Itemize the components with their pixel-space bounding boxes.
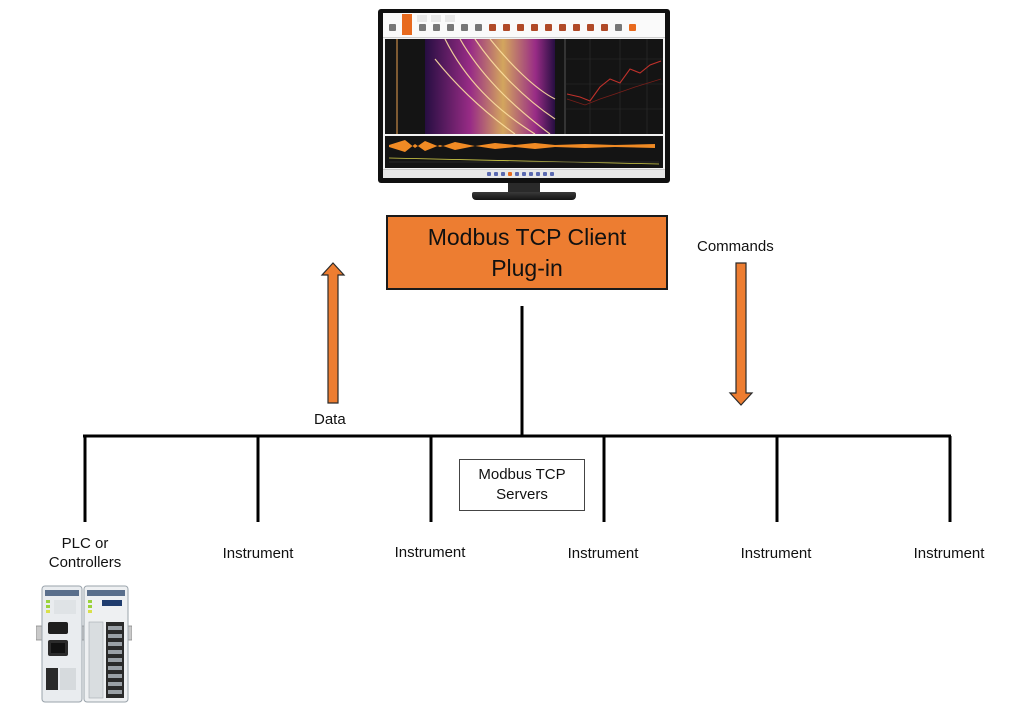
instrument-label-3: Instrument — [567, 545, 639, 562]
plc-label: PLC or Controllers — [30, 534, 140, 572]
servers-box: Modbus TCP Servers — [459, 459, 585, 511]
ribbon-icon — [489, 24, 496, 31]
ribbon-icon — [419, 24, 426, 31]
ribbon-icon — [545, 24, 552, 31]
taskbar-icon — [508, 172, 512, 176]
app-ribbon — [383, 13, 665, 38]
ribbon-icon — [601, 24, 608, 31]
taskbar-icon — [543, 172, 547, 176]
taskbar-icon — [494, 172, 498, 176]
commands-label: Commands — [697, 238, 774, 255]
taskbar-icon — [536, 172, 540, 176]
monitor-screen — [383, 13, 665, 178]
ribbon-icon — [517, 24, 524, 31]
ribbon-icon — [573, 24, 580, 31]
app-menu-accent — [402, 14, 412, 35]
taskbar-icon — [501, 172, 505, 176]
ribbon-tab — [417, 15, 427, 22]
waveform-graphic — [388, 140, 660, 165]
spectrogram-plot — [385, 38, 663, 135]
ribbon-icon — [629, 24, 636, 31]
ribbon-icon — [559, 24, 566, 31]
servers-box-line1: Modbus TCP — [478, 466, 566, 483]
ribbon-icon — [461, 24, 468, 31]
waveform-plot — [385, 136, 663, 168]
ribbon-icon — [447, 24, 454, 31]
plc-label-line1: PLC or — [61, 535, 109, 552]
ribbon-tab — [431, 15, 441, 22]
plugin-title-line1: Modbus TCP Client — [427, 223, 627, 250]
ribbon-icon — [433, 24, 440, 31]
plugin-title-line2: Plug-in — [491, 254, 563, 281]
plc-label-line2: Controllers — [48, 554, 122, 571]
instrument-label-5: Instrument — [913, 545, 985, 562]
ribbon-icon — [615, 24, 622, 31]
spectrogram-graphic — [396, 38, 663, 135]
taskbar-icon — [550, 172, 554, 176]
ribbon-icon — [503, 24, 510, 31]
commands-arrow-down — [728, 262, 754, 406]
ribbon-tab — [445, 15, 455, 22]
instrument-label-4: Instrument — [740, 545, 812, 562]
taskbar-icon — [529, 172, 533, 176]
monitor-stand-base — [472, 192, 576, 200]
taskbar-icon — [515, 172, 519, 176]
os-taskbar — [383, 169, 665, 178]
ribbon-icon — [475, 24, 482, 31]
servers-box-line2: Servers — [496, 486, 548, 503]
data-arrow-up — [320, 262, 346, 404]
ribbon-icon — [587, 24, 594, 31]
taskbar-icon — [487, 172, 491, 176]
monitor-stand-neck — [508, 183, 540, 193]
taskbar-icon — [522, 172, 526, 176]
instrument-label-1: Instrument — [222, 545, 294, 562]
ribbon-icon — [389, 24, 396, 31]
plc-graphic — [35, 585, 133, 703]
ribbon-icon — [531, 24, 538, 31]
plugin-box: Modbus TCP Client Plug-in — [386, 215, 668, 290]
plc-controller-icon — [35, 582, 133, 704]
data-label: Data — [314, 411, 346, 428]
instrument-label-2: Instrument — [394, 544, 466, 561]
